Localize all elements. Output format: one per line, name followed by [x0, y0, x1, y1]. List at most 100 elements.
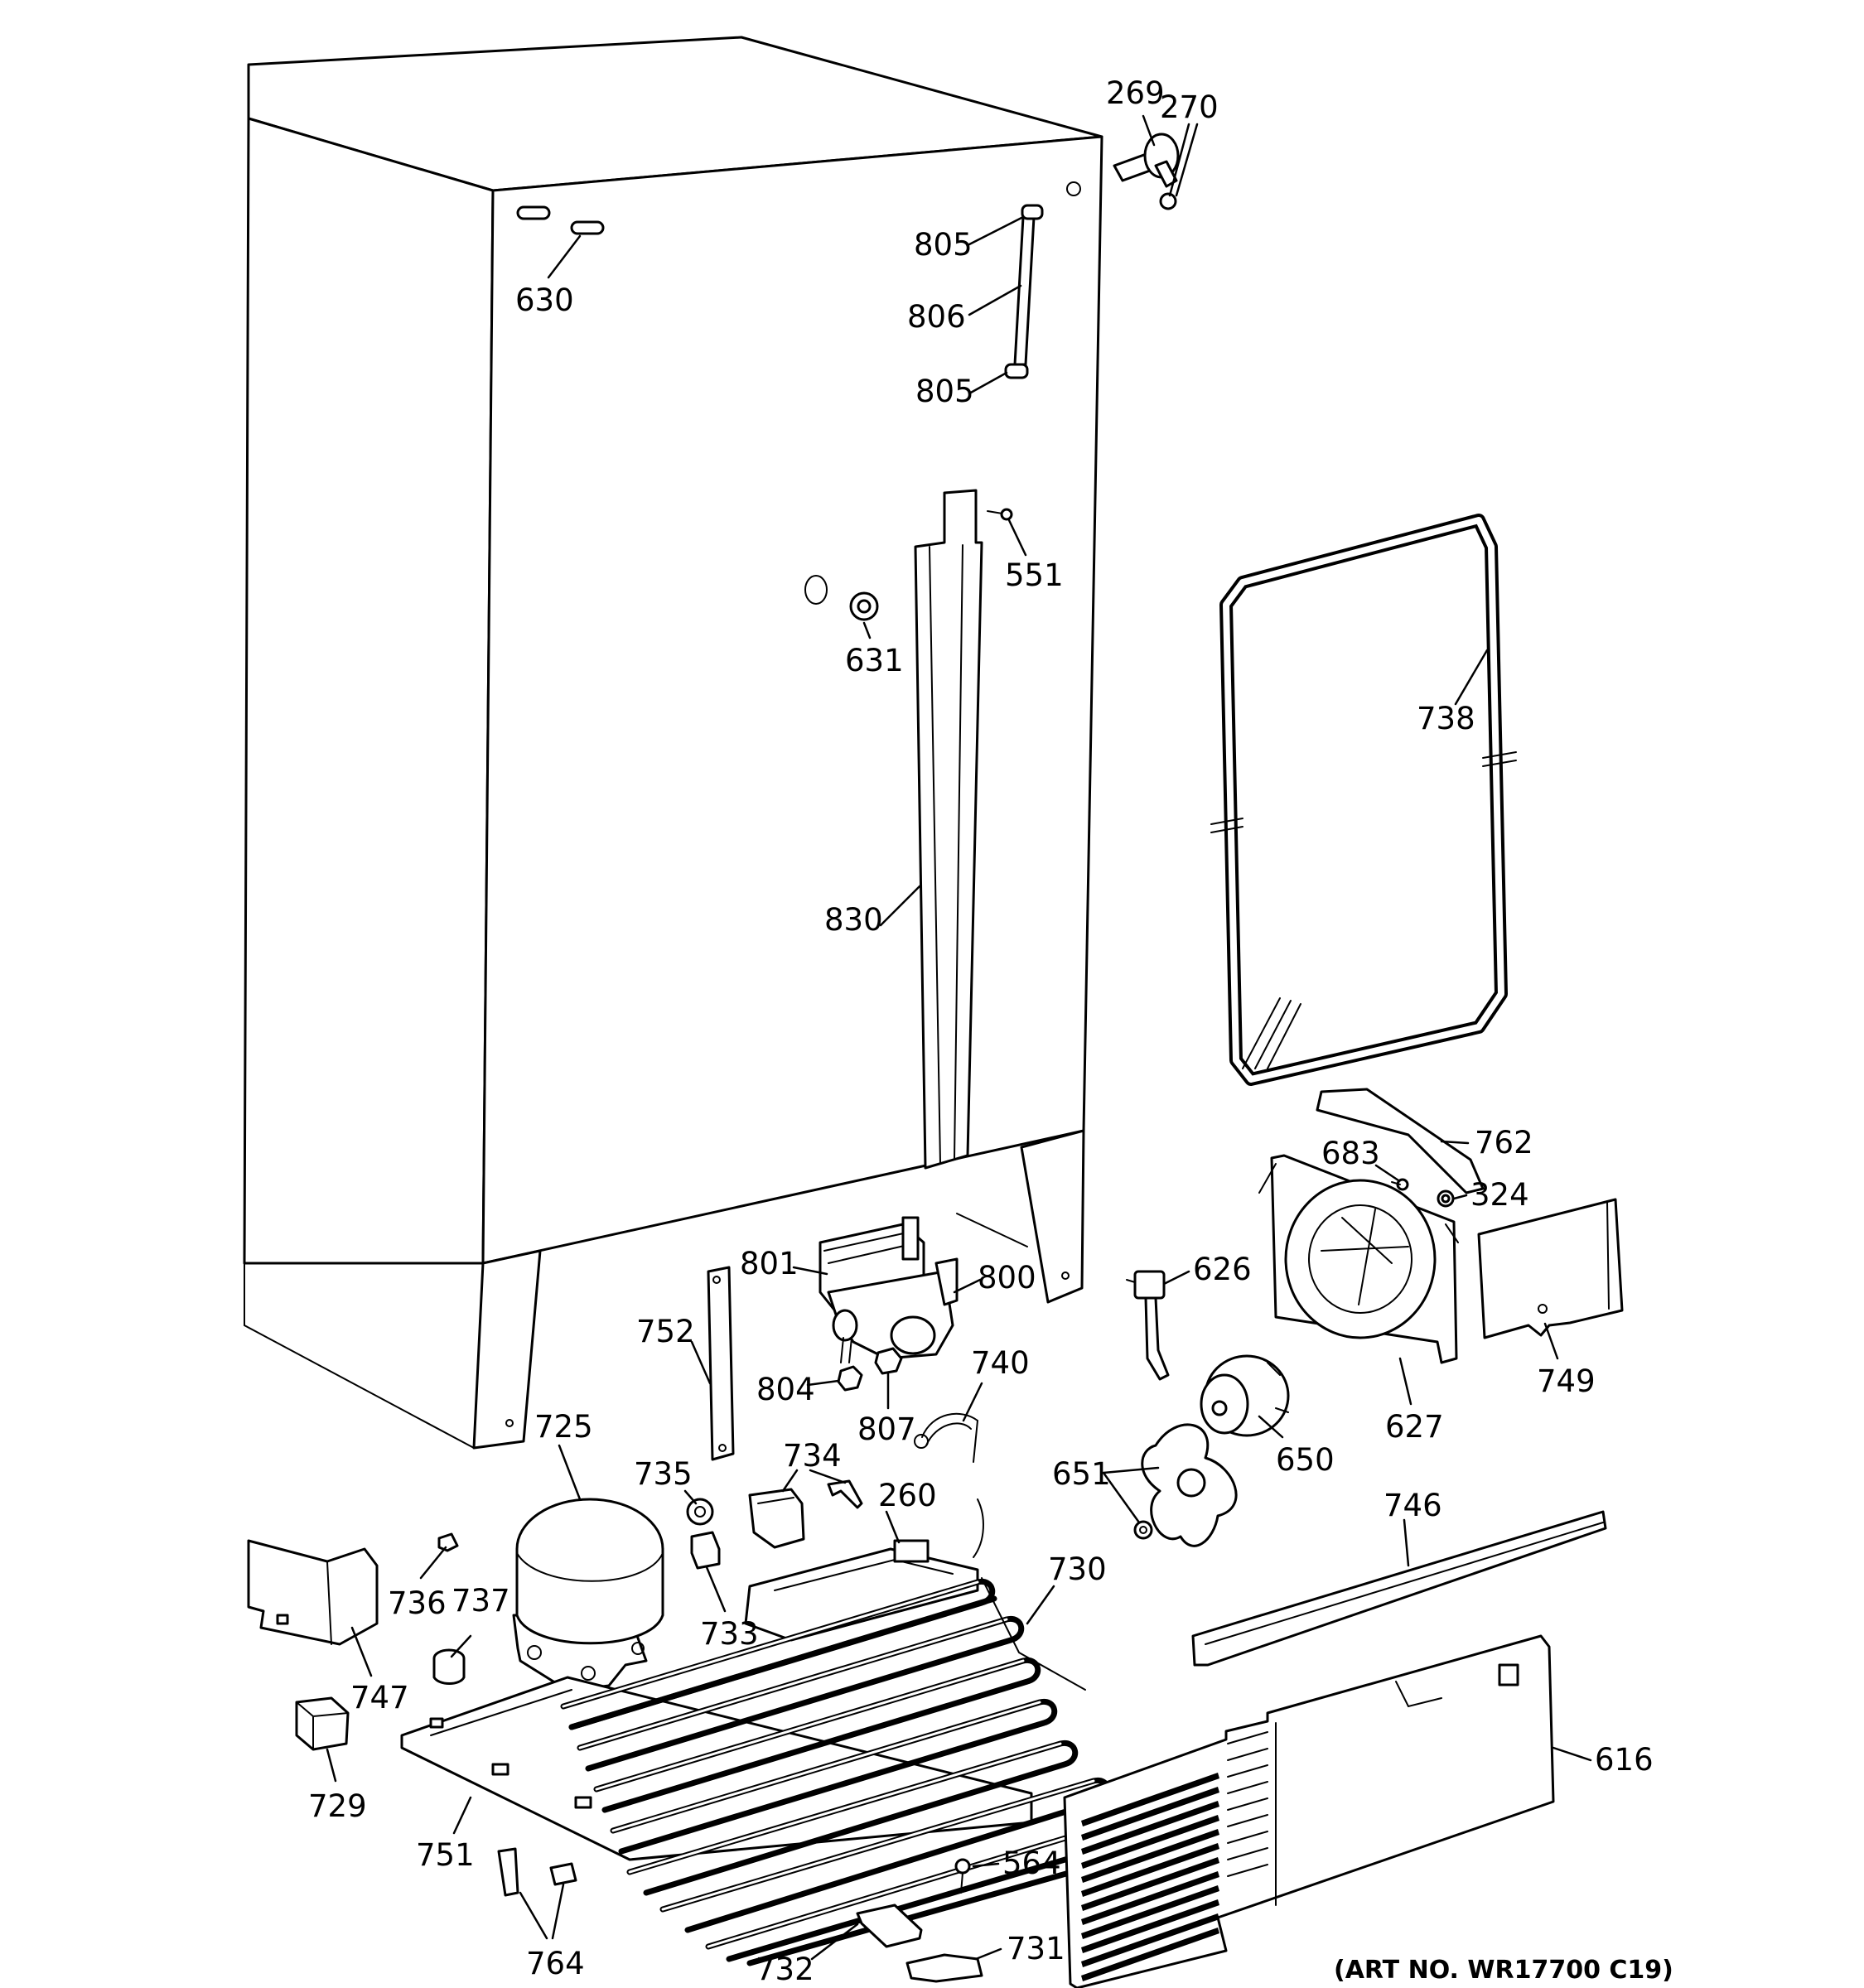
callout-737: 737 — [452, 1583, 510, 1619]
callout-764: 764 — [526, 1946, 585, 1981]
part-651-fan-blade — [1133, 1423, 1238, 1547]
callout-830: 830 — [824, 902, 883, 938]
callout-805: 805 — [915, 374, 974, 409]
grille-slot-thin — [1227, 1781, 1268, 1794]
callout-736: 736 — [388, 1585, 447, 1621]
part-627-fan-shroud — [1258, 1154, 1459, 1364]
callout-683: 683 — [1321, 1136, 1380, 1171]
grille-slot-thin — [1227, 1764, 1268, 1778]
part-738-gasket — [1210, 514, 1517, 1086]
part-830-channel — [914, 489, 983, 1170]
callout-269: 269 — [1106, 75, 1165, 111]
part-749-panel — [1477, 1198, 1624, 1339]
part-731-clip — [905, 1953, 983, 1983]
callout-260: 260 — [878, 1478, 937, 1513]
callout-740: 740 — [971, 1345, 1030, 1381]
part-806-tube — [1004, 204, 1044, 379]
callout-749: 749 — [1537, 1363, 1596, 1399]
part-564-screw — [954, 1858, 971, 1894]
callout-734: 734 — [783, 1438, 842, 1474]
callout-324: 324 — [1470, 1177, 1529, 1213]
grille-slot — [1081, 1871, 1219, 1925]
callout-806: 806 — [907, 299, 966, 335]
part-551-screw — [987, 508, 1013, 521]
callout-752: 752 — [636, 1314, 695, 1349]
part-616-grille — [1063, 1634, 1555, 1988]
callout-651: 651 — [1052, 1456, 1111, 1492]
part-626-switch — [1126, 1270, 1170, 1381]
grille-slot — [1081, 1787, 1219, 1841]
part-729-relay — [295, 1696, 350, 1751]
part-737-grommet — [432, 1648, 466, 1685]
grille-slot — [1081, 1815, 1219, 1869]
grille-slot — [1081, 1913, 1219, 1967]
callout-800: 800 — [978, 1260, 1036, 1296]
callout-626: 626 — [1193, 1252, 1252, 1287]
callout-805: 805 — [914, 227, 973, 263]
part-736-clip — [437, 1532, 459, 1552]
grille-slot — [1081, 1885, 1219, 1939]
grille-slot — [1081, 1857, 1219, 1911]
callout-730: 730 — [1048, 1551, 1107, 1587]
callout-725: 725 — [534, 1409, 593, 1445]
callout-751: 751 — [416, 1837, 475, 1873]
part-752-bracket — [707, 1266, 735, 1461]
callout-762: 762 — [1475, 1125, 1533, 1160]
grille-slots — [1081, 1731, 1268, 1981]
art-number: (ART NO. WR17700 C19) — [1334, 1956, 1673, 1985]
part-732-bracket — [856, 1904, 923, 1948]
callout-270: 270 — [1160, 89, 1219, 125]
part-804-807-nuts — [837, 1347, 903, 1392]
callout-731: 731 — [1007, 1931, 1065, 1966]
callout-616: 616 — [1595, 1742, 1654, 1778]
grille-slot — [1081, 1843, 1219, 1897]
callout-804: 804 — [756, 1372, 815, 1407]
callout-801: 801 — [740, 1246, 799, 1281]
callout-735: 735 — [634, 1456, 693, 1492]
callout-747: 747 — [350, 1680, 409, 1715]
part-735-overload — [686, 1498, 714, 1526]
part-746-rail — [1191, 1510, 1607, 1667]
part-747-cover — [247, 1539, 379, 1646]
grille-slot — [1081, 1899, 1219, 1953]
callout-630: 630 — [515, 282, 574, 318]
grille-slot-thin — [1227, 1831, 1268, 1844]
grille-slot — [1081, 1928, 1219, 1981]
part-269-elbow — [1113, 133, 1180, 210]
callout-650: 650 — [1276, 1442, 1335, 1478]
part-734-connector — [748, 1479, 863, 1549]
callout-631: 631 — [845, 643, 904, 678]
callout-627: 627 — [1385, 1409, 1444, 1445]
callout-746: 746 — [1384, 1488, 1442, 1523]
part-725-compressor — [512, 1498, 664, 1691]
part-733-block — [690, 1531, 721, 1570]
grille-slot-thin — [1227, 1797, 1268, 1811]
callout-labels: 269 270 805 806 805 630 551 631 738 830 … — [308, 75, 1673, 1987]
part-630-slots — [516, 205, 605, 235]
part-740-clip — [914, 1412, 979, 1463]
grille-slot — [1081, 1773, 1219, 1826]
callout-564: 564 — [1002, 1846, 1061, 1881]
grille-slot — [1081, 1801, 1219, 1855]
callout-733: 733 — [700, 1616, 759, 1652]
grille-slot-thin — [1227, 1748, 1268, 1761]
part-801-water-valve — [819, 1216, 959, 1363]
grille-slot-thin — [1227, 1864, 1268, 1877]
grille-slot-thin — [1227, 1847, 1268, 1860]
part-631-grommet — [804, 575, 879, 621]
part-260-drain-pan — [744, 1539, 979, 1642]
grille-slot — [1081, 1829, 1219, 1883]
grille-slot-thin — [1227, 1731, 1268, 1744]
part-650-motor — [1200, 1354, 1290, 1437]
callout-738: 738 — [1417, 701, 1475, 736]
grille-slot-thin — [1227, 1814, 1268, 1827]
callout-807: 807 — [857, 1411, 916, 1447]
callout-551: 551 — [1005, 557, 1064, 593]
cabinet-hole — [1066, 181, 1081, 196]
callout-732: 732 — [756, 1952, 814, 1987]
part-764-clips — [497, 1847, 577, 1897]
part-762-strip — [1316, 1088, 1485, 1194]
leader-lines — [326, 114, 1592, 1961]
callout-729: 729 — [308, 1788, 367, 1824]
